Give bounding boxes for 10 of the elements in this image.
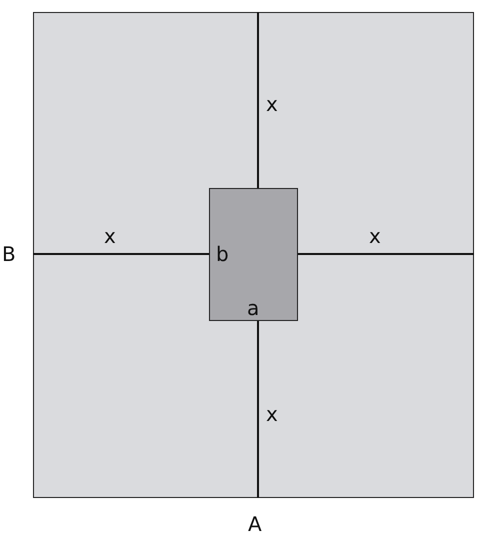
dimension-label: b — [216, 244, 229, 264]
dimension-label: x — [266, 404, 278, 424]
dimension-label: x — [369, 226, 381, 246]
inner-rectangle — [209, 188, 298, 321]
side-label: A — [248, 514, 262, 534]
dimension-label: x — [266, 94, 278, 114]
side-label: B — [2, 244, 16, 264]
dimension-label: x — [104, 226, 116, 246]
outer-rectangle — [33, 12, 474, 498]
dimension-label: a — [247, 298, 260, 318]
